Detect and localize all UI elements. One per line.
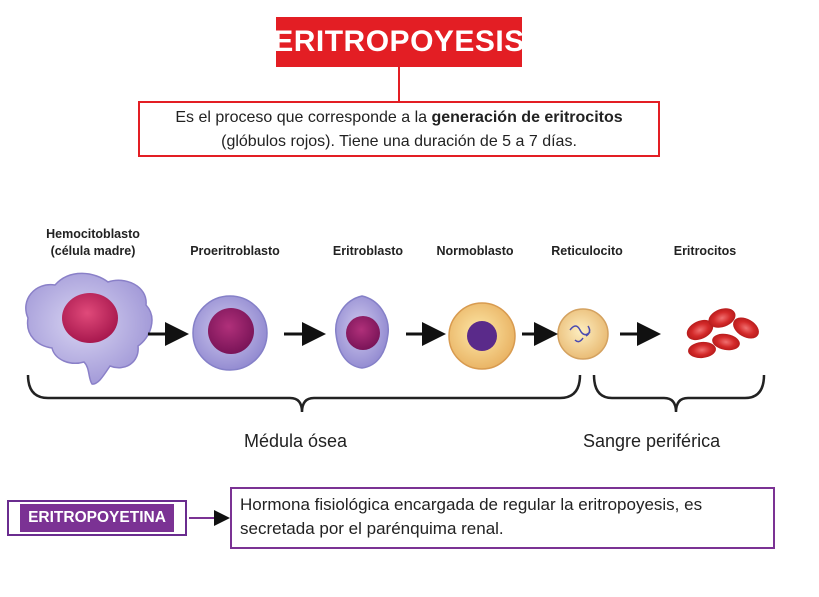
- hemocitoblasto-cell: [25, 272, 153, 385]
- stage-name: Normoblasto: [436, 244, 514, 258]
- stage-label-reticulocito: Reticulocito: [537, 243, 637, 260]
- stage-label-eritrocitos: Eritrocitos: [655, 243, 755, 260]
- stage-name: Eritroblasto: [332, 244, 404, 258]
- definition-bold-text: generación de eritrocitos: [431, 109, 623, 126]
- hormone-name: ERITROPOYETINA: [20, 504, 174, 532]
- stage-name: Reticulocito: [551, 244, 623, 258]
- stage-name: Proeritroblasto: [190, 244, 280, 258]
- normoblasto-cell: [448, 302, 516, 370]
- stage-subtitle: (célula madre): [50, 244, 136, 258]
- marrow-label: Médula ósea: [244, 431, 348, 451]
- stage-name: Hemocitoblasto: [46, 227, 140, 241]
- page-title: ERITROPOYESIS: [273, 17, 525, 67]
- stage-label-eritroblasto: Eritroblasto: [318, 243, 418, 260]
- title-text: ERITROPOYESIS: [273, 25, 525, 58]
- eritroblasto-cell: [335, 295, 389, 369]
- title-connector-line: [398, 67, 400, 101]
- stage-name: Eritrocitos: [673, 244, 737, 258]
- reticulocito-cell: [557, 308, 609, 360]
- eritrocitos-cells: [686, 308, 759, 359]
- definition-box: Es el proceso que corresponde a la gener…: [138, 101, 660, 157]
- hormone-description: Hormona fisiológica encargada de regular…: [230, 487, 775, 549]
- stage-label-hemocitoblasto: Hemocitoblasto (célula madre): [28, 226, 158, 260]
- blood-label: Sangre periférica: [583, 431, 721, 451]
- hormone-name-box: ERITROPOYETINA: [7, 500, 187, 536]
- blood-bracket: [592, 374, 766, 413]
- proeritroblasto-cell: [192, 295, 268, 371]
- definition-text-1: Es el proceso que corresponde a la: [175, 109, 432, 126]
- marrow-bracket: [26, 374, 582, 413]
- stage-label-proeritroblasto: Proeritroblasto: [180, 243, 290, 260]
- stage-label-normoblasto: Normoblasto: [425, 243, 525, 260]
- definition-text-2: (glóbulos rojos). Tiene una duración de …: [221, 133, 577, 150]
